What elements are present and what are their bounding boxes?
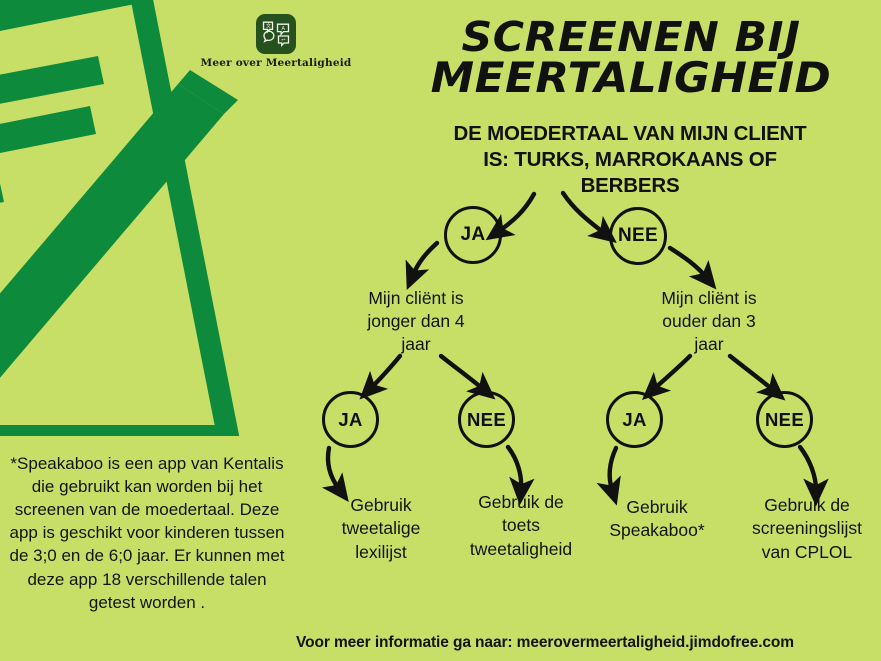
node-level2-b-ja-label: JA — [622, 408, 647, 430]
node-level1-ja-label: JA — [460, 224, 486, 245]
leaf-3-line2: Speakaboo* — [609, 520, 705, 541]
branch-label-younger-than-4: Mijn cliënt is jonger dan 4 jaar — [348, 287, 484, 356]
leaf-4-line2: screeningslijst — [752, 518, 862, 539]
branch-label-older-than-3: Mijn cliënt is ouder dan 3 jaar — [641, 287, 777, 356]
leaf-2-line2: toets — [502, 515, 540, 536]
page-subtitle-line1: De moedertaal van mijn client — [453, 122, 807, 145]
node-level2-b-nee-label: NEE — [765, 408, 804, 430]
svg-text:文: 文 — [266, 23, 271, 30]
leaf-2-line1: Gebruik de — [478, 492, 564, 512]
branch-label-younger-line3: jaar — [401, 334, 431, 355]
leaf-tweetalige-lexilijst: Gebruik tweetalige lexilijst — [318, 494, 444, 564]
node-level2-b-nee[interactable]: NEE — [756, 391, 813, 448]
node-level2-a-ja[interactable]: JA — [322, 391, 379, 448]
node-level1-nee[interactable]: NEE — [609, 207, 667, 265]
leaf-4-line1: Gebruik de — [764, 495, 850, 515]
node-level2-b-ja[interactable]: JA — [606, 391, 663, 448]
footer-website-note[interactable]: Voor meer informatie ga naar: meeroverme… — [296, 634, 794, 651]
leaf-1-line2: tweetalige — [341, 518, 421, 539]
leaf-speakaboo: Gebruik Speakaboo* — [592, 496, 722, 543]
branch-label-older-line2: ouder dan 3 — [662, 311, 756, 332]
svg-text:A: A — [282, 26, 286, 32]
branch-label-younger-line1: Mijn cliënt is — [368, 288, 464, 308]
page-title-line2: Meertaligheid — [430, 53, 832, 103]
node-level2-a-nee-label: NEE — [467, 408, 506, 430]
brand-logo[interactable]: 文 A ↩ Meer over Meertaligheid — [196, 14, 356, 69]
leaf-screeningslijst-cplol: Gebruik de screeningslijst van CPLOL — [735, 494, 879, 564]
page-subtitle-line2: is: Turks, Marrokaans of — [483, 148, 777, 172]
speakaboo-footnote: *Speakaboo is een app van Kentalis die g… — [9, 454, 285, 612]
leaf-2-line3: tweetaligheid — [469, 538, 573, 559]
leaf-toets-tweetaligheid: Gebruik de toets tweetaligheid — [450, 491, 592, 561]
leaf-1-line1: Gebruik — [350, 495, 412, 515]
page-subtitle-line3: Berbers — [580, 174, 680, 198]
speech-bubbles-icon: 文 A ↩ — [256, 14, 296, 54]
leaf-1-line3: lexilijst — [355, 541, 407, 562]
svg-text:↩: ↩ — [281, 38, 285, 44]
leaf-3-line1: Gebruik — [626, 497, 688, 517]
node-level1-nee-label: NEE — [618, 225, 658, 246]
leaf-4-line3: van CPLOL — [761, 541, 853, 562]
page-title: Screenen bij Meertaligheid — [382, 13, 879, 103]
page-title-line1: Screenen bij — [461, 13, 801, 61]
page-subtitle: De moedertaal van mijn client is: Turks,… — [380, 121, 880, 199]
branch-label-older-line1: Mijn cliënt is — [661, 288, 757, 308]
brand-logo-caption: Meer over Meertaligheid — [200, 57, 352, 69]
node-level1-ja[interactable]: JA — [444, 206, 502, 264]
branch-label-older-line3: jaar — [694, 334, 724, 355]
node-level2-a-nee[interactable]: NEE — [458, 391, 515, 448]
node-level2-a-ja-label: JA — [338, 408, 363, 430]
branch-label-younger-line2: jonger dan 4 — [367, 311, 465, 332]
